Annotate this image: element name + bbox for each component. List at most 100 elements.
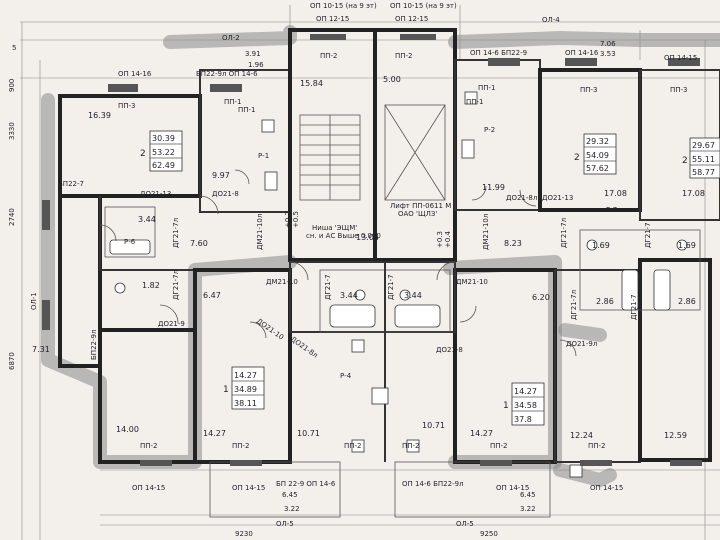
code-dm21-10l: ДМ21-10л bbox=[256, 214, 264, 250]
label-op-14-6-bp22-9: ОП 14-6 БП22-9 bbox=[470, 49, 527, 57]
bottom-labels: ПП-2 ПП-2 ПП-2 ПП-2 ПП-2 ПП-2 ОП 14-15 О… bbox=[132, 442, 623, 528]
dim-13-04: 13.04 bbox=[356, 233, 379, 242]
room-14-00: 14.00 bbox=[116, 425, 139, 434]
apt-2-overall-area: 58.77 bbox=[692, 168, 715, 177]
label-bp22-9l-op14-6: БП22-9л ОП 14-6 bbox=[196, 70, 258, 78]
code-bp22-7: БП22-7 bbox=[58, 180, 84, 188]
code-dg21-7l-d: ДГ21-7л bbox=[570, 290, 578, 320]
dimension-labels: 3.91 1.96 7.06 3.53 15.84 5.00 13.04 6.4… bbox=[235, 40, 616, 538]
room-1-69-b: 1.69 bbox=[678, 241, 696, 250]
label-op-12-15: ОП 12-15 bbox=[316, 15, 349, 23]
code-elev-c: +0.3 bbox=[436, 231, 444, 248]
apt-3-rooms: 1 bbox=[223, 385, 229, 395]
code-r-6: Р-6 bbox=[124, 238, 136, 246]
bottom-pp-2-3: ПП-2 bbox=[344, 442, 362, 450]
room-7-60: 7.60 bbox=[190, 239, 208, 248]
apartment-box-0 bbox=[149, 130, 183, 172]
apt-0-overall-area: 62.49 bbox=[152, 161, 175, 170]
code-do21-8: ДО21-8 bbox=[212, 190, 239, 198]
code-dg21-7l-a: ДГ21-7л bbox=[172, 218, 180, 248]
room-12-24: 12.24 bbox=[570, 431, 593, 440]
label-pp-3-right: ПП-3 bbox=[580, 86, 598, 94]
room-8-23: 8.23 bbox=[504, 239, 522, 248]
dim-15-84: 15.84 bbox=[300, 79, 323, 88]
code-dg21-7l-b: ДГ21-7л bbox=[172, 270, 180, 300]
door-swings bbox=[99, 169, 577, 357]
code-pp-1-d: ПП-1 bbox=[466, 98, 484, 106]
apartment-box-2 bbox=[689, 137, 720, 179]
label-op-12-15-b: ОП 12-15 bbox=[395, 15, 428, 23]
dim-9230: 9230 bbox=[235, 530, 253, 538]
room-17-08-b: 17.08 bbox=[682, 189, 705, 198]
apt-0-total-area: 53.22 bbox=[152, 148, 175, 157]
axis-lines bbox=[20, 5, 720, 540]
bottom-op-14-15-d: ОП 14-15 bbox=[590, 484, 623, 492]
bottom-pp-2-6: ПП-2 bbox=[588, 442, 606, 450]
code-pp-1-c: ПП-1 bbox=[478, 84, 496, 92]
axis-5: 5 bbox=[12, 44, 16, 52]
label-ol-4: ОЛ-4 bbox=[542, 16, 560, 24]
code-bp22-9l: БП22-9л bbox=[90, 330, 98, 360]
dim-3-91: 3.91 bbox=[245, 50, 261, 58]
apt-0-rooms: 2 bbox=[140, 149, 146, 159]
bathroom-fixtures bbox=[109, 91, 688, 478]
code-do21-9l: ДО21-9л bbox=[566, 340, 597, 348]
code-do21-8-b: ДО21-8 bbox=[436, 346, 463, 354]
code-elev-b: +0.5 bbox=[292, 211, 300, 228]
code-elev-a: +0.2 bbox=[284, 211, 292, 228]
bottom-bp-22-9-op14-6: БП 22-9 ОП 14-6 bbox=[276, 480, 336, 488]
room-9-97: 9.97 bbox=[212, 171, 230, 180]
apt-3-living-area: 14.27 bbox=[234, 371, 257, 380]
window-blocks bbox=[42, 34, 702, 466]
dim-6-45-a: 6.45 bbox=[282, 491, 298, 499]
bottom-ol-5b: ОЛ-5 bbox=[456, 520, 474, 528]
label-op-10-15-a: ОП 10-15 (на 9 эт) bbox=[310, 2, 377, 10]
code-do21-13-b: ДО21-13 bbox=[542, 194, 573, 202]
label-op-14-15-far: ОП 14-15 bbox=[664, 54, 697, 62]
axis-900: 900 bbox=[8, 79, 16, 92]
code-ol-1: ОЛ-1 bbox=[30, 292, 38, 310]
room-1-82: 1.82 bbox=[142, 281, 160, 290]
bottom-pp-2-4: ПП-2 bbox=[402, 442, 420, 450]
label-pp-2-b: ПП-2 bbox=[395, 52, 413, 60]
code-lift-2: ОАО 'ЩЛЗ' bbox=[398, 210, 437, 218]
dim-7-06: 7.06 bbox=[600, 40, 616, 48]
apt-4-total-area: 34.58 bbox=[514, 401, 537, 410]
left-axis-labels: 900 3330 2740 6870 5 bbox=[8, 44, 16, 370]
apt-3-overall-area: 38.11 bbox=[234, 399, 257, 408]
apartment-box-3 bbox=[231, 366, 265, 410]
room-area-labels: 16.39 9.97 3.44 1.82 7.60 7.31 6.47 14.0… bbox=[32, 111, 705, 440]
room-10-71-b: 10.71 bbox=[422, 421, 445, 430]
apt-0-living-area: 30.39 bbox=[152, 134, 175, 143]
dim-3-53: 3.53 bbox=[600, 50, 616, 58]
room-6-20: 6.20 bbox=[532, 293, 550, 302]
bottom-op-14-15-c: ОП 14-15 bbox=[496, 484, 529, 492]
code-pp-3-left: ПП-3 bbox=[118, 102, 136, 110]
apt-1-rooms: 2 bbox=[574, 153, 580, 163]
dim-3-22-b: 3.22 bbox=[520, 505, 536, 513]
code-niche-2: сн. и АС Выше 0.000 bbox=[306, 232, 381, 240]
apt-1-overall-area: 57.62 bbox=[586, 164, 609, 173]
apt-2-total-area: 55.11 bbox=[692, 155, 715, 164]
axis-2740: 2740 bbox=[8, 208, 16, 226]
code-niche: Ниша 'ЭЩМ' bbox=[312, 224, 357, 232]
staircase bbox=[299, 114, 361, 201]
bottom-ol-5: ОЛ-5 bbox=[276, 520, 294, 528]
axis-6870: 6870 bbox=[8, 352, 16, 370]
room-2-86-b: 2.86 bbox=[678, 297, 696, 306]
code-r-4: Р-4 bbox=[340, 372, 352, 380]
bottom-pp-2-1: ПП-2 bbox=[140, 442, 158, 450]
apt-4-overall-area: 37.8 bbox=[514, 415, 532, 424]
label-op-10-15-b: ОП 10-15 (на 9 эт) bbox=[390, 2, 457, 10]
code-dm21-10l-b: ДМ21-10л bbox=[482, 214, 490, 250]
code-dg21-7-a: ДГ21-7 bbox=[324, 274, 332, 300]
bottom-pp-2-5: ПП-2 bbox=[490, 442, 508, 450]
code-lift: Лифт ПП-0611 М bbox=[390, 202, 451, 210]
code-do21-9: ДО21-9 bbox=[158, 320, 185, 328]
code-pp-1-a: ПП-1 bbox=[224, 98, 242, 106]
apt-4-living-area: 14.27 bbox=[514, 387, 537, 396]
apartment-box-texts: 2 30.39 53.22 62.49 2 29.32 54.09 57.62 … bbox=[140, 134, 715, 424]
room-11-99: 11.99 bbox=[482, 183, 505, 192]
code-dg21-7-d: ДГ21-7 bbox=[630, 294, 638, 320]
